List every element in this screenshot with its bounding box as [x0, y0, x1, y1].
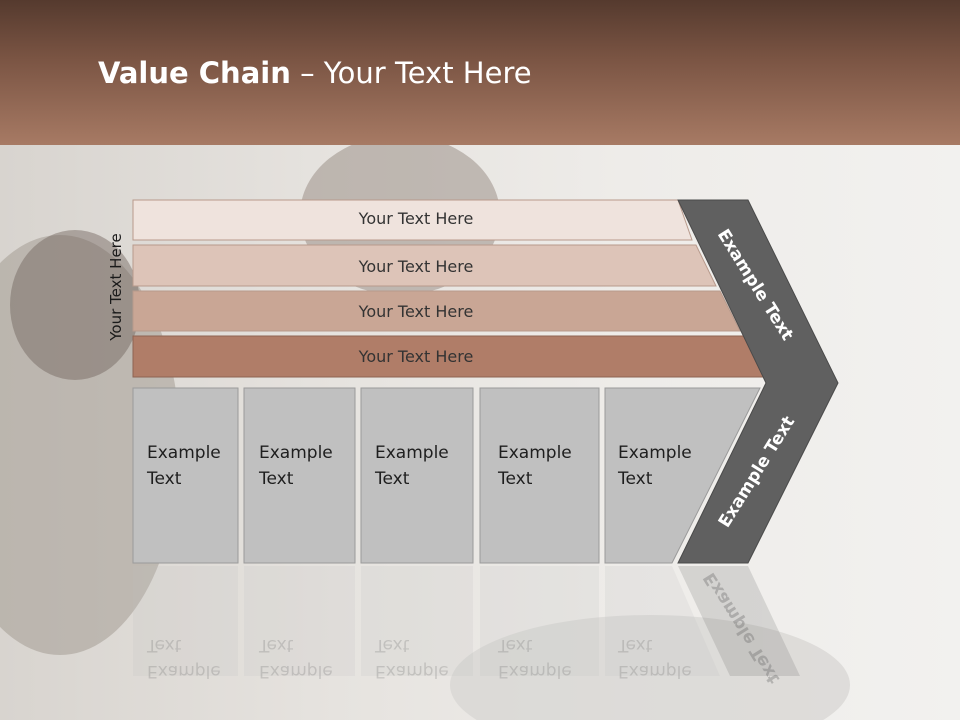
column-reflection-text-5: Example Text [618, 632, 708, 684]
row-label-1: Your Text Here [358, 209, 474, 228]
column-box-5 [604, 387, 761, 564]
column-3-line1: Example [375, 443, 449, 463]
reflection [133, 566, 800, 676]
column-5-line2: Text [618, 469, 653, 489]
reflection-2-line2: Text [259, 635, 294, 655]
photo-person-left-head [10, 230, 140, 380]
column-reflection-text-4: Example Text [498, 632, 588, 684]
column-box-2 [243, 387, 356, 564]
column-1-line2: Text [147, 469, 182, 489]
column-reflection-4 [480, 566, 599, 676]
row-label-4: Your Text Here [358, 347, 474, 366]
reflection-1-line1: Example [147, 661, 221, 681]
column-box-3 [360, 387, 474, 564]
reflection-4-line1: Example [498, 661, 572, 681]
header-band [0, 0, 960, 145]
row-label-2: Your Text Here [358, 257, 474, 276]
column-reflection-text-3: Example Text [375, 632, 465, 684]
reflection-5-line1: Example [618, 661, 692, 681]
row-shape-1 [132, 199, 693, 241]
background-photo [0, 145, 960, 720]
reflection-3-line2: Text [375, 635, 410, 655]
column-5-line1: Example [618, 443, 692, 463]
photo-desk [450, 615, 850, 720]
column-4-line1: Example [498, 443, 572, 463]
row-shape-3 [132, 290, 741, 332]
column-4-line2: Text [498, 469, 533, 489]
side-label: Your Text Here [107, 233, 125, 341]
row-label-3: Your Text Here [358, 302, 474, 321]
reflection-2-line1: Example [259, 661, 333, 681]
slide-title: Value Chain – Your Text Here [98, 56, 532, 90]
column-reflection-text-1: Example Text [147, 632, 237, 684]
title-bold: Value Chain [98, 56, 291, 90]
column-1-line1: Example [147, 443, 221, 463]
reflection-5-line2: Text [618, 635, 653, 655]
column-reflection-5 [605, 566, 720, 676]
chevron-arrow [677, 199, 839, 564]
reflection-1-line2: Text [147, 635, 182, 655]
column-reflection-text-2: Example Text [259, 632, 349, 684]
column-reflection-2 [244, 566, 355, 676]
reflection-3-line1: Example [375, 661, 449, 681]
column-2-line2: Text [259, 469, 294, 489]
column-3-line2: Text [375, 469, 410, 489]
column-box-4 [479, 387, 600, 564]
row-shape-2 [132, 244, 717, 287]
column-reflection-3 [361, 566, 473, 676]
reflection-4-line2: Text [498, 635, 533, 655]
column-box-1 [132, 387, 239, 564]
column-reflection-1 [133, 566, 238, 676]
title-rest: – Your Text Here [290, 56, 532, 90]
chevron-reflection [678, 566, 800, 676]
column-2-line1: Example [259, 443, 333, 463]
